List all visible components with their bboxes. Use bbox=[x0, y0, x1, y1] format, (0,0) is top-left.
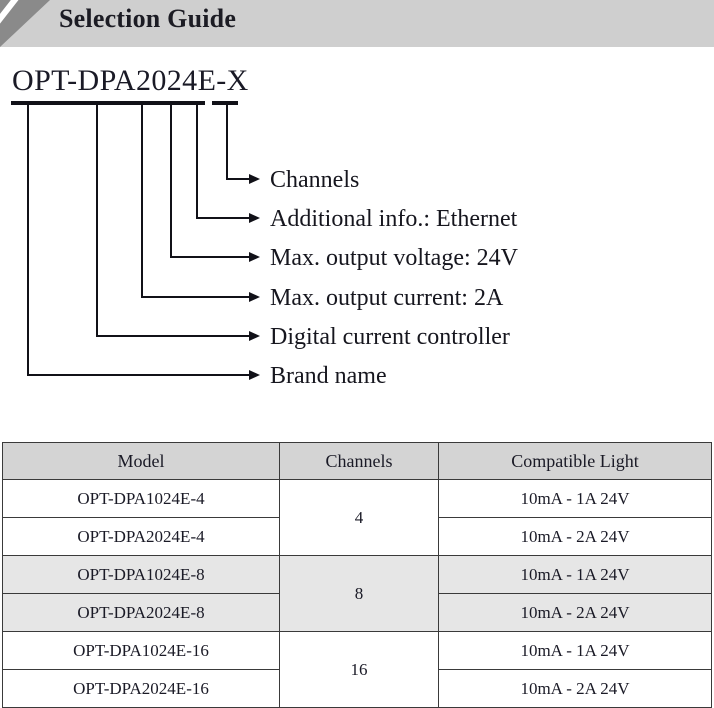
cell-model: OPT-DPA1024E-4 bbox=[2, 479, 280, 518]
column-header-compatible-light: Compatible Light bbox=[438, 442, 712, 480]
cell-compatible-light: 10mA - 2A 24V bbox=[438, 593, 712, 632]
leader-arrow-digital-controller bbox=[249, 330, 260, 341]
table-row: OPT-DPA1024E-8 8 10mA - 1A 24V bbox=[2, 555, 712, 632]
header-banner: Selection Guide bbox=[0, 0, 714, 60]
leader-horizontal-brand-name bbox=[27, 374, 255, 376]
part-number-underline-main bbox=[11, 101, 205, 105]
leader-horizontal-additional-info bbox=[196, 217, 255, 219]
cell-model: OPT-DPA2024E-4 bbox=[2, 517, 280, 556]
callout-label-digital-controller: Digital current controller bbox=[270, 324, 510, 350]
cell-channels: 16 bbox=[279, 631, 439, 708]
callout-label-output-voltage: Max. output voltage: 24V bbox=[270, 245, 518, 271]
selection-table: Model Channels Compatible Light OPT-DPA1… bbox=[2, 442, 712, 708]
cell-model: OPT-DPA2024E-16 bbox=[2, 669, 280, 708]
table-header-row: Model Channels Compatible Light bbox=[2, 442, 712, 480]
cell-compatible-light: 10mA - 1A 24V bbox=[438, 631, 712, 670]
page-title: Selection Guide bbox=[59, 4, 237, 33]
cell-compatible-light: 10mA - 1A 24V bbox=[438, 479, 712, 518]
leader-arrow-channels bbox=[249, 173, 260, 184]
part-number-underline-suffix bbox=[212, 101, 238, 105]
table-row: OPT-DPA2024E-4 10mA - 2A 24V bbox=[2, 517, 712, 556]
leader-horizontal-output-voltage bbox=[170, 256, 255, 258]
cell-channels: 4 bbox=[279, 479, 439, 556]
leader-vertical-brand-name bbox=[27, 105, 29, 375]
cell-compatible-light: 10mA - 1A 24V bbox=[438, 555, 712, 594]
leader-horizontal-digital-controller bbox=[96, 335, 255, 337]
cell-compatible-light: 10mA - 2A 24V bbox=[438, 517, 712, 556]
table-row: OPT-DPA2024E-8 10mA - 2A 24V bbox=[2, 593, 712, 632]
leader-vertical-additional-info bbox=[196, 105, 198, 218]
table-row: OPT-DPA1024E-16 16 10mA - 1A 24V bbox=[2, 631, 712, 708]
callout-label-brand-name: Brand name bbox=[270, 363, 387, 389]
leader-arrow-additional-info bbox=[249, 212, 260, 223]
leader-vertical-output-voltage bbox=[170, 105, 172, 257]
leader-arrow-brand-name bbox=[249, 369, 260, 380]
column-header-channels: Channels bbox=[279, 442, 439, 480]
callout-label-output-current: Max. output current: 2A bbox=[270, 285, 504, 311]
cell-compatible-light: 10mA - 2A 24V bbox=[438, 669, 712, 708]
callout-label-additional-info: Additional info.: Ethernet bbox=[270, 206, 518, 232]
leader-arrow-output-voltage bbox=[249, 251, 260, 262]
table-row: OPT-DPA1024E-4 4 10mA - 1A 24V bbox=[2, 479, 712, 556]
cell-channels: 8 bbox=[279, 555, 439, 632]
cell-model: OPT-DPA2024E-8 bbox=[2, 593, 280, 632]
callout-label-channels: Channels bbox=[270, 167, 360, 193]
part-number-breakdown-diagram: OPT-DPA2024E-X Channels Additional info.… bbox=[0, 47, 714, 437]
part-number-text: OPT-DPA2024E-X bbox=[12, 64, 249, 97]
leader-horizontal-channels bbox=[226, 178, 255, 180]
cell-model: OPT-DPA1024E-8 bbox=[2, 555, 280, 594]
table-body: OPT-DPA1024E-4 4 10mA - 1A 24V OPT-DPA20… bbox=[2, 479, 712, 708]
leader-vertical-output-current bbox=[141, 105, 143, 297]
cell-model: OPT-DPA1024E-16 bbox=[2, 631, 280, 670]
leader-horizontal-output-current bbox=[141, 296, 255, 298]
leader-vertical-channels bbox=[226, 105, 228, 179]
column-header-model: Model bbox=[2, 442, 280, 480]
leader-arrow-output-current bbox=[249, 291, 260, 302]
leader-vertical-digital-controller bbox=[96, 105, 98, 336]
